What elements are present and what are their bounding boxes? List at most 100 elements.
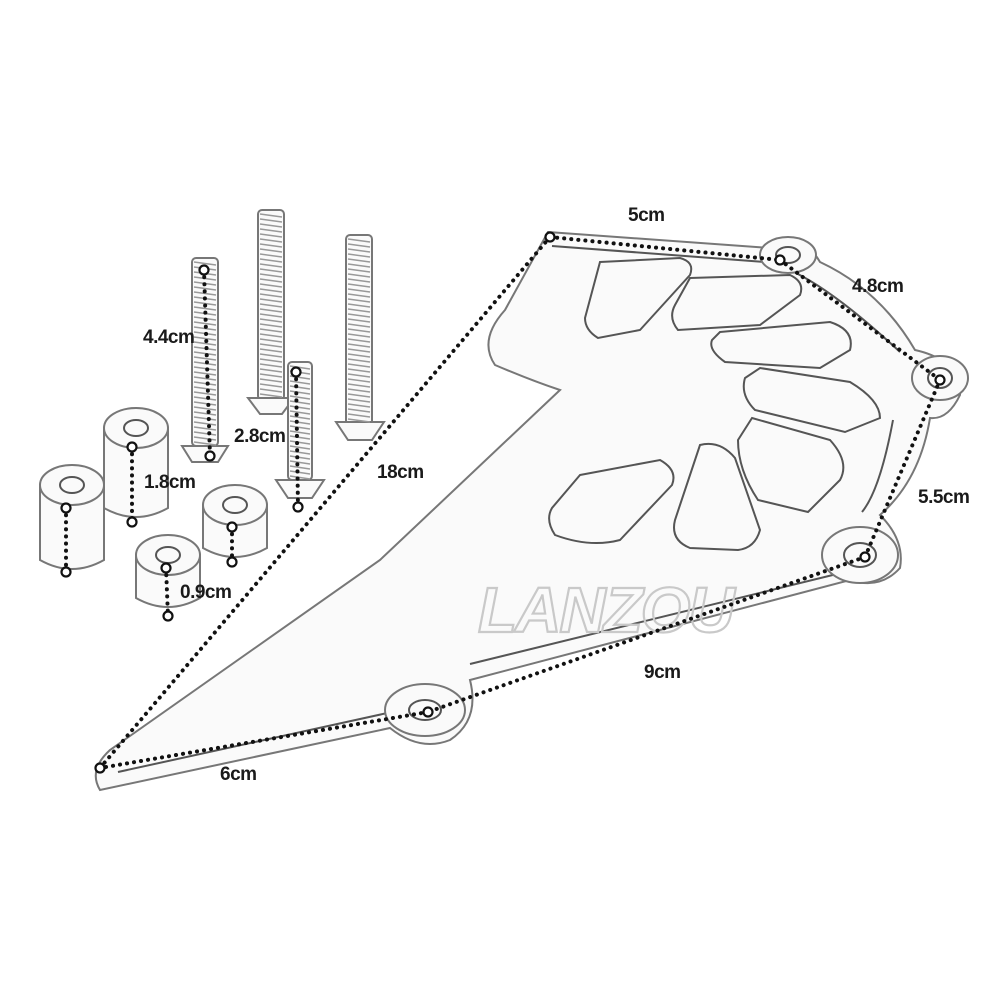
thread-line (193, 361, 217, 366)
thread-line (347, 358, 371, 363)
thread-line (347, 353, 371, 358)
thread-line (347, 343, 371, 348)
thread-line (289, 395, 311, 400)
thread-line (259, 348, 283, 353)
thread-line (289, 425, 311, 430)
thread-line (347, 283, 371, 288)
bolt-threads (193, 213, 371, 480)
thread-line (289, 440, 311, 445)
thread-line (347, 248, 371, 253)
thread-line (259, 268, 283, 273)
thread-line (259, 293, 283, 298)
thread-line (289, 460, 311, 465)
thread-line (347, 413, 371, 418)
thread-line (289, 415, 311, 420)
thread-line (289, 365, 311, 370)
thread-line (193, 391, 217, 396)
thread-line (347, 373, 371, 378)
thread-line (193, 381, 217, 386)
thread-line (193, 421, 217, 426)
thread-line (289, 400, 311, 405)
thread-line (193, 386, 217, 391)
thread-line (259, 363, 283, 368)
label-plate-bottom-short-edge: 6cm (220, 764, 257, 785)
thread-line (347, 348, 371, 353)
thread-line (347, 383, 371, 388)
thread-line (259, 253, 283, 258)
spacer-3 (135, 534, 201, 608)
thread-line (347, 293, 371, 298)
thread-line (347, 253, 371, 258)
thread-line (259, 273, 283, 278)
thread-line (259, 278, 283, 283)
thread-line (259, 248, 283, 253)
thread-line (259, 378, 283, 383)
thread-line (193, 411, 217, 416)
dim-line-4.8cm (778, 258, 942, 382)
thread-line (347, 398, 371, 403)
thread-line (259, 388, 283, 393)
thread-line (347, 258, 371, 263)
thread-line (289, 455, 311, 460)
thread-line (347, 273, 371, 278)
thread-line (289, 385, 311, 390)
thread-line (193, 286, 217, 291)
dim-line-9cm (426, 555, 867, 714)
thread-line (289, 435, 311, 440)
thread-line (347, 368, 371, 373)
thread-line (259, 263, 283, 268)
thread-line (259, 218, 283, 223)
thread-line (347, 288, 371, 293)
dim-line-4.4cm (202, 268, 212, 458)
thread-line (193, 321, 217, 326)
thread-line (289, 450, 311, 455)
thread-line (259, 283, 283, 288)
plate-cutouts (548, 256, 882, 552)
label-bolt-short: 2.8cm (234, 426, 285, 447)
thread-line (259, 228, 283, 233)
thread-line (347, 388, 371, 393)
thread-line (347, 418, 371, 423)
thread-line (347, 298, 371, 303)
thread-line (193, 341, 217, 346)
thread-line (259, 233, 283, 238)
thread-line (193, 406, 217, 411)
bolts (180, 209, 386, 499)
thread-line (193, 336, 217, 341)
thread-line (259, 323, 283, 328)
thread-line (259, 313, 283, 318)
thread-line (193, 436, 217, 441)
thread-line (347, 328, 371, 333)
thread-line (259, 303, 283, 308)
thread-line (289, 410, 311, 415)
brand-watermark: LANZOU (478, 574, 736, 646)
thread-line (193, 306, 217, 311)
thread-line (347, 333, 371, 338)
thread-line (193, 416, 217, 421)
label-plate-diagonal: 18cm (377, 462, 424, 483)
label-plate-right-edge: 5.5cm (918, 487, 969, 508)
thread-line (347, 243, 371, 248)
dimension-labels: 5cm 4.8cm 5.5cm 9cm 6cm 18cm 4.4cm 2.8cm… (143, 205, 970, 785)
thread-line (289, 390, 311, 395)
label-bolt-long: 4.4cm (143, 327, 194, 348)
thread-line (347, 363, 371, 368)
thread-line (259, 358, 283, 363)
thread-line (193, 351, 217, 356)
thread-line (259, 223, 283, 228)
dimension-lines (64, 235, 942, 770)
thread-line (347, 303, 371, 308)
thread-line (193, 401, 217, 406)
thread-line (347, 313, 371, 318)
thread-line (193, 396, 217, 401)
spacers (39, 407, 268, 608)
thread-line (259, 338, 283, 343)
thread-line (259, 308, 283, 313)
thread-line (193, 441, 217, 446)
thread-line (259, 238, 283, 243)
thread-line (193, 431, 217, 436)
thread-line (347, 318, 371, 323)
label-plate-top-edge: 5cm (628, 205, 665, 226)
thread-line (193, 376, 217, 381)
